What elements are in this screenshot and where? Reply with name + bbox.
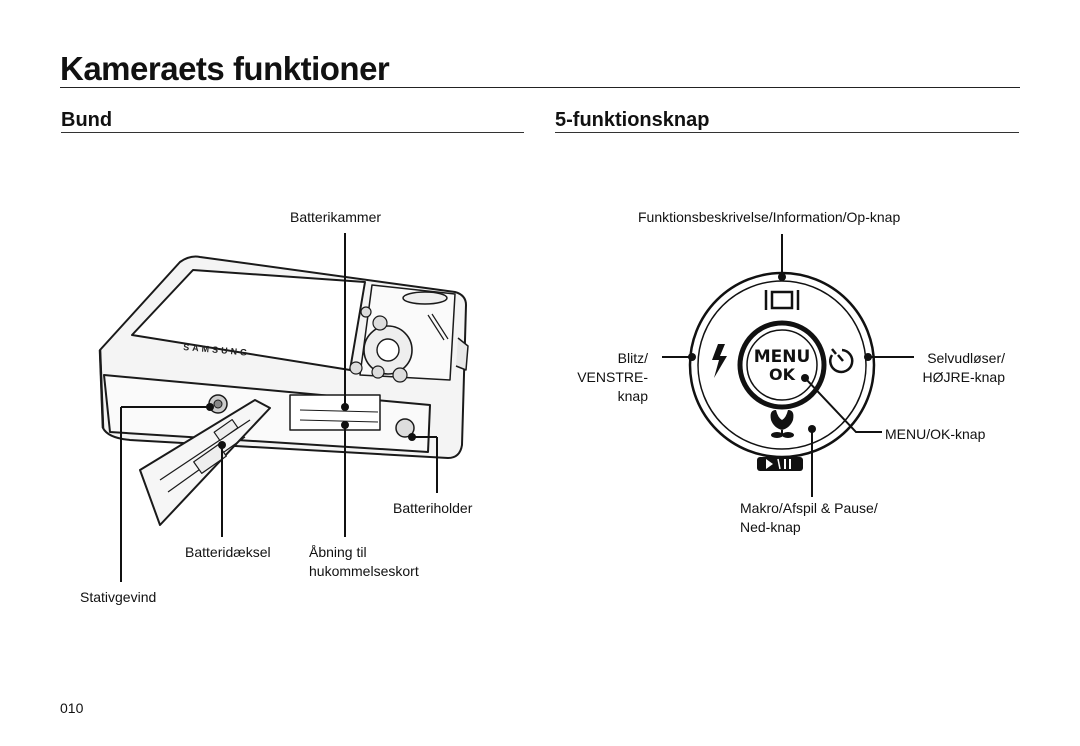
- page-number: 010: [60, 700, 84, 716]
- self-timer-icon: [829, 348, 854, 374]
- menu-button-text: MENU: [754, 347, 811, 367]
- label-center-button: MENU/OK-knap: [885, 426, 986, 442]
- section-rule-bund: [61, 132, 524, 133]
- page-title: Kameraets funktioner: [60, 50, 390, 87]
- label-left-line3: knap: [617, 388, 648, 404]
- ok-button-text: OK: [769, 365, 796, 384]
- label-abning-line2: hukommelseskort: [309, 563, 419, 579]
- title-rule: [60, 87, 1020, 88]
- section-rule-funktionsknap: [555, 132, 1019, 133]
- label-right-line1: Selvudløser/: [927, 350, 1005, 366]
- section-title-funktionsknap: 5-funktionsknap: [555, 109, 710, 131]
- label-left-line2: VENSTRE-: [577, 369, 648, 385]
- label-batteridaeksel: Batteridæksel: [185, 544, 271, 560]
- label-abning-line1: Åbning til: [309, 544, 367, 560]
- label-right-line2: HØJRE-knap: [922, 369, 1005, 385]
- label-batteriholder: Batteriholder: [393, 500, 473, 516]
- label-stativgevind: Stativgevind: [80, 589, 157, 605]
- label-top-button: Funktionsbeskrivelse/Information/Op-knap: [638, 209, 901, 225]
- flash-icon: [712, 344, 727, 378]
- macro-icon: [770, 410, 794, 438]
- display-icon: [764, 290, 800, 310]
- label-batterikammer: Batterikammer: [290, 209, 382, 225]
- play-pause-icon: [757, 457, 803, 471]
- label-left-line1: Blitz/: [617, 350, 648, 366]
- label-bottom-line2: Ned-knap: [740, 519, 801, 535]
- section-title-bund: Bund: [61, 109, 113, 131]
- label-bottom-line1: Makro/Afspil & Pause/: [740, 500, 878, 516]
